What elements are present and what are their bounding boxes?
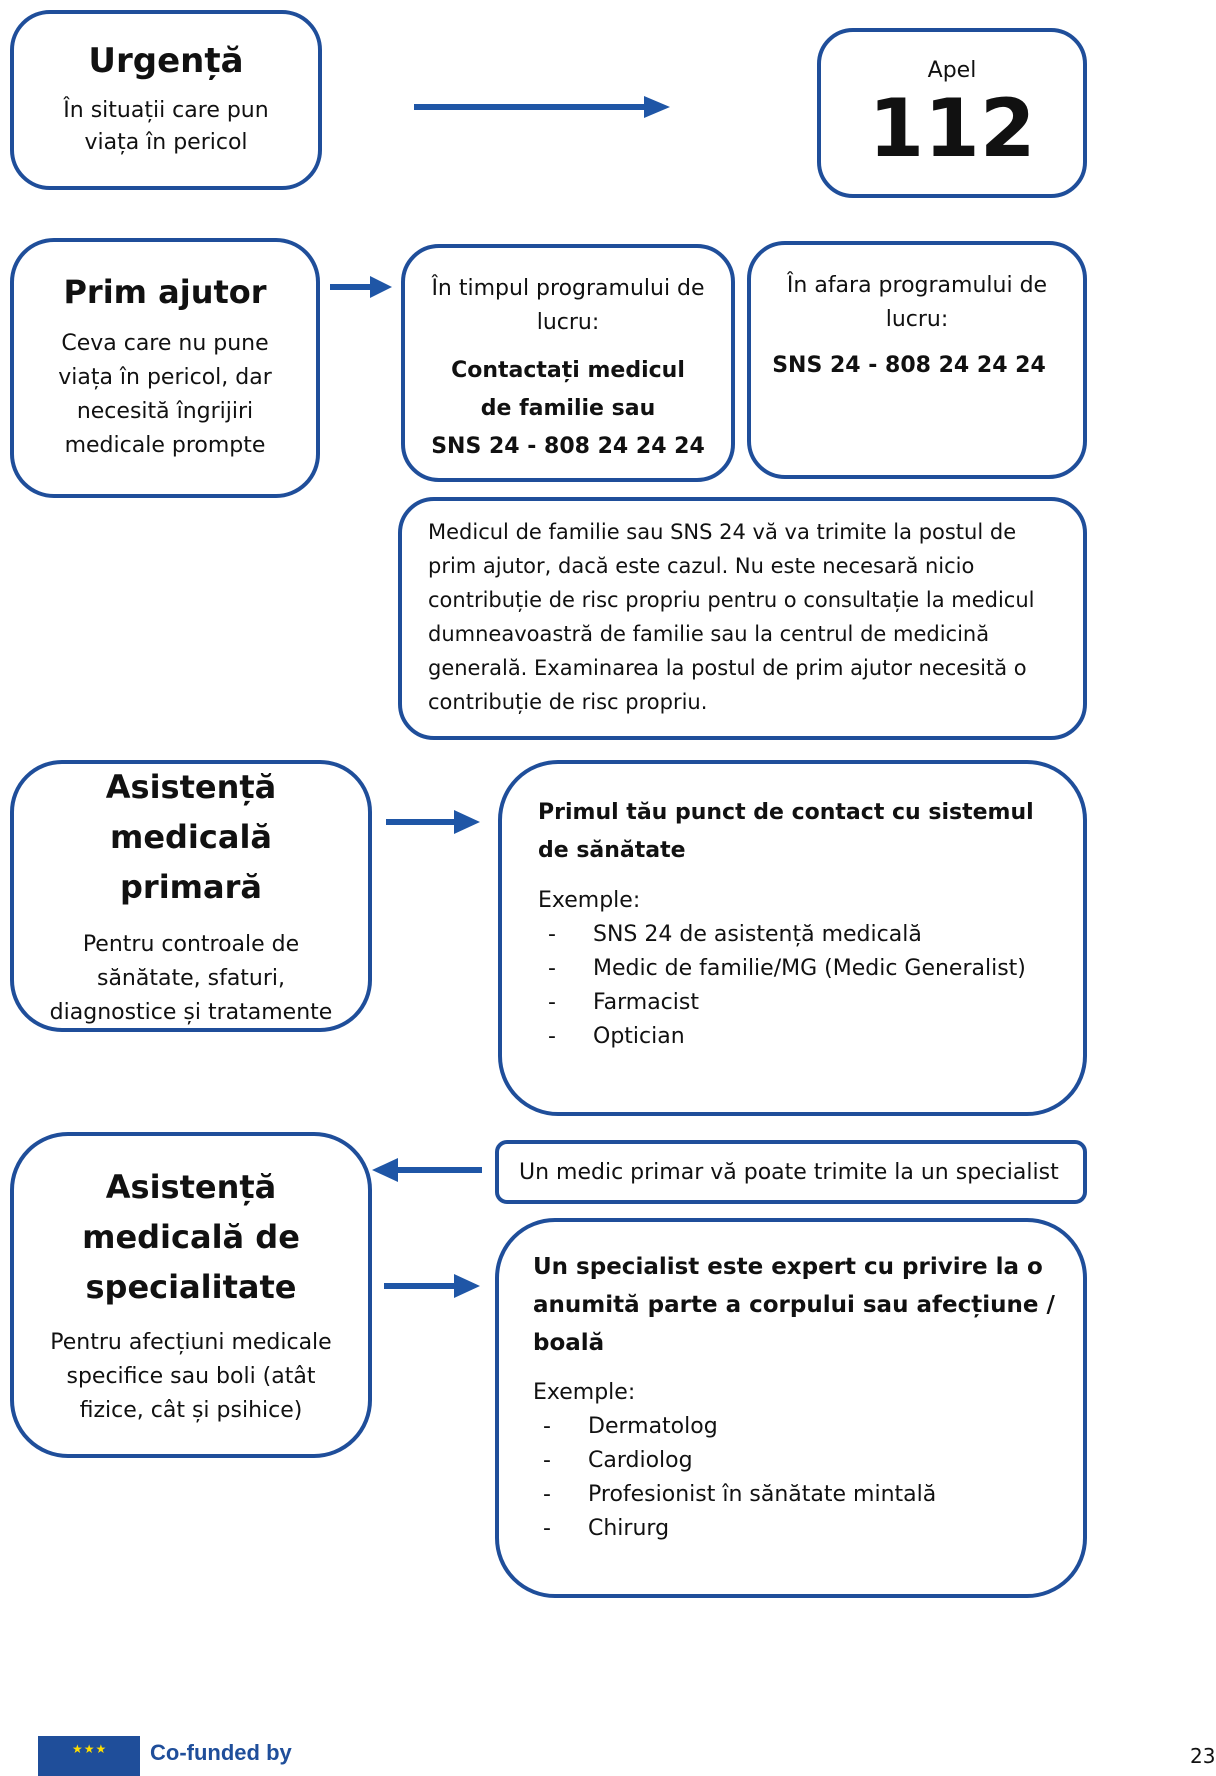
specialist-info-box: Un specialist este expert cu privire la … (495, 1218, 1087, 1598)
primary-care-box: Asistență medicală primară Pentru contro… (10, 760, 372, 1032)
eu-flag-logo: ★★★ (38, 1736, 140, 1776)
arrow-right-icon (384, 1274, 480, 1298)
funded-by-text: Co-funded by (150, 1740, 292, 1765)
specialist-care-title: Asistență medicală de specialitate (82, 1168, 300, 1306)
primary-care-info-box: Primul tău punct de contact cu sistemul … (498, 760, 1087, 1116)
list-item: Farmacist (538, 986, 1063, 1020)
specialist-care-box: Asistență medicală de specialitate Pentr… (10, 1132, 372, 1458)
primary-care-examples-label: Exemple: (538, 888, 641, 913)
list-item: SNS 24 de asistență medicală (538, 918, 1063, 952)
emergency-number: 112 (868, 81, 1036, 175)
specialist-info-title: Un specialist este expert cu privire la … (533, 1254, 1055, 1356)
after-hours-phone: SNS 24 - 808 24 24 24 (772, 353, 1046, 378)
referral-box: Un medic primar vă poate trimite la un s… (495, 1140, 1087, 1204)
specialist-care-description: Pentru afecțiuni medicale specifice sau … (50, 1330, 332, 1423)
eu-stars-icon: ★★★ (72, 1742, 108, 1756)
during-hours-phone: SNS 24 - 808 24 24 24 (431, 434, 705, 459)
arrow-right-icon (330, 276, 392, 298)
primary-care-title: Asistență medicală primară (105, 768, 277, 906)
list-item: Cardiolog (533, 1444, 1063, 1478)
arrow-right-icon (414, 96, 670, 118)
list-item: Medic de familie/MG (Medic Generalist) (538, 952, 1063, 986)
during-hours-label: În timpul programului de lucru: (431, 276, 705, 335)
primary-care-examples-list: SNS 24 de asistență medicală Medic de fa… (538, 918, 1063, 1054)
after-hours-label: În afara programului de lucru: (786, 273, 1048, 332)
first-aid-description: Ceva care nu pune viața în pericol, dar … (58, 331, 272, 458)
specialist-examples-list: Dermatolog Cardiolog Profesionist în săn… (533, 1410, 1063, 1546)
arrow-left-icon (372, 1158, 482, 1182)
primary-care-description: Pentru controale de sănătate, sfaturi, d… (49, 932, 333, 1025)
referral-text: Un medic primar vă poate trimite la un s… (519, 1159, 1059, 1185)
list-item: Profesionist în sănătate mintală (533, 1478, 1063, 1512)
call-112-box: Apel 112 (817, 28, 1087, 198)
arrow-right-icon (386, 810, 480, 834)
page-number: 23 (1190, 1744, 1216, 1768)
list-item: Optician (538, 1020, 1063, 1054)
list-item: Chirurg (533, 1512, 1063, 1546)
call-label: Apel (927, 57, 977, 83)
first-aid-note-box: Medicul de familie sau SNS 24 vă va trim… (398, 497, 1087, 740)
emergency-description: În situații care pun viața în pericol (63, 98, 269, 155)
first-aid-title: Prim ajutor (63, 273, 267, 311)
first-aid-note: Medicul de familie sau SNS 24 vă va trim… (428, 520, 1035, 714)
specialist-examples-label: Exemple: (533, 1380, 636, 1405)
first-aid-box: Prim ajutor Ceva care nu pune viața în p… (10, 238, 320, 498)
emergency-title: Urgență (88, 41, 244, 81)
list-item: Dermatolog (533, 1410, 1063, 1444)
emergency-box: Urgență În situații care pun viața în pe… (10, 10, 322, 190)
after-hours-box: În afara programului de lucru: SNS 24 - … (747, 241, 1087, 479)
during-hours-contact: Contactați medicul de familie sau (451, 358, 685, 421)
primary-care-info-title: Primul tău punct de contact cu sistemul … (538, 800, 1034, 863)
during-hours-box: În timpul programului de lucru: Contacta… (401, 244, 735, 482)
